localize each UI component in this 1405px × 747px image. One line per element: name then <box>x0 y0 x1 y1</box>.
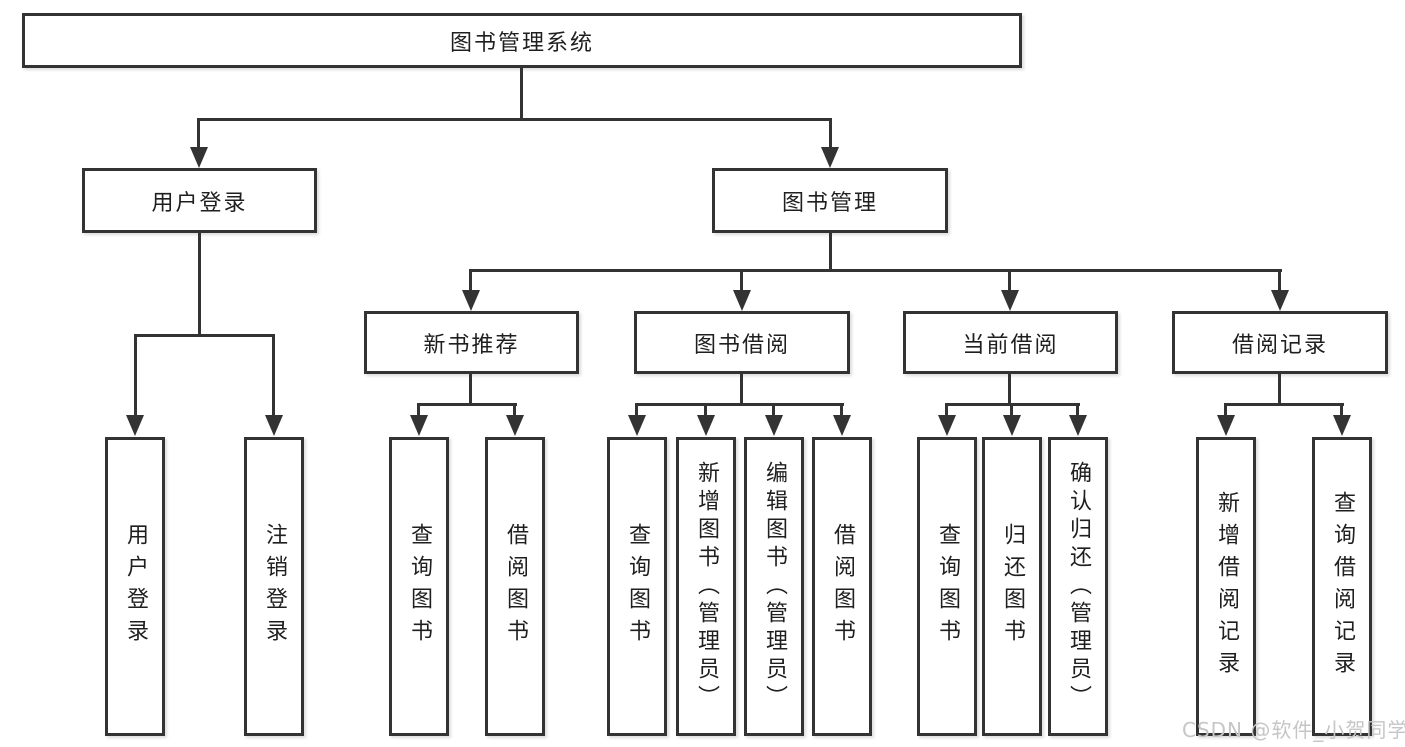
arrow-down-icon <box>733 290 751 311</box>
connector-line <box>772 403 775 415</box>
connector-line <box>1010 403 1013 415</box>
arrow-down-icon <box>1217 415 1235 436</box>
leaf-add-borrow-record: 新增借阅记录 <box>1196 437 1256 736</box>
connector-line <box>1224 403 1227 415</box>
connector-line <box>840 403 843 415</box>
leaf-add-books-admin: 新增图书（管理员） <box>676 437 736 736</box>
connector-line <box>469 269 472 290</box>
leaf-logout: 注销登录 <box>244 437 304 736</box>
connector-line <box>197 118 832 121</box>
arrow-down-icon <box>462 290 480 311</box>
connector-line <box>1008 374 1011 405</box>
arrow-down-icon <box>1271 290 1289 311</box>
leaf-edit-books-admin: 编辑图书（管理员） <box>744 437 804 736</box>
connector-line <box>469 269 1282 272</box>
leaf-return-books: 归还图书 <box>982 437 1042 736</box>
leaf-borrow-books-1: 借阅图书 <box>485 437 545 736</box>
node-label: 查询图书 <box>935 522 960 651</box>
arrow-down-icon <box>410 415 428 436</box>
node-book-borrowing: 图书借阅 <box>634 311 850 374</box>
arrow-down-icon <box>506 415 524 436</box>
connector-line <box>1076 403 1079 415</box>
node-label: 新增图书（管理员） <box>694 460 719 713</box>
node-label: 注销登录 <box>262 522 287 651</box>
arrow-down-icon <box>1003 415 1021 436</box>
connector-line <box>134 334 275 337</box>
connector-line <box>740 269 743 290</box>
leaf-confirm-return-admin: 确认归还（管理员） <box>1048 437 1108 736</box>
arrow-down-icon <box>697 415 715 436</box>
connector-line <box>740 374 743 405</box>
node-label: 借阅图书 <box>503 522 528 651</box>
arrow-down-icon <box>938 415 956 436</box>
connector-line <box>134 336 137 415</box>
connector-line <box>198 233 201 336</box>
connector-line <box>272 336 275 415</box>
arrow-down-icon <box>1069 415 1087 436</box>
node-label: 查询图书 <box>625 522 650 651</box>
connector-line <box>829 118 832 148</box>
node-label: 查询图书 <box>407 522 432 651</box>
node-label: 确认归还（管理员） <box>1066 460 1091 713</box>
arrow-down-icon <box>265 415 283 436</box>
connector-line <box>417 403 517 406</box>
node-new-book-recommendation: 新书推荐 <box>364 311 579 374</box>
node-library-management-system: 图书管理系统 <box>22 13 1022 68</box>
connector-line <box>945 403 948 415</box>
connector-line <box>635 403 844 406</box>
node-label: 用户登录 <box>123 522 148 651</box>
connector-line <box>1278 269 1281 290</box>
connector-line <box>469 374 472 405</box>
connector-line <box>417 403 420 415</box>
connector-line <box>1340 403 1343 415</box>
arrow-down-icon <box>1001 290 1019 311</box>
connector-line <box>1224 403 1344 406</box>
node-label: 查询借阅记录 <box>1330 490 1355 683</box>
node-label: 借阅图书 <box>830 522 855 651</box>
arrow-down-icon <box>1333 415 1351 436</box>
csdn-watermark: CSDN @软件_小贺同学 <box>1182 718 1405 742</box>
arrow-down-icon <box>765 415 783 436</box>
node-book-management: 图书管理 <box>712 168 948 233</box>
node-label: 归还图书 <box>1000 522 1025 651</box>
connector-line <box>1008 269 1011 290</box>
arrow-down-icon <box>821 147 839 168</box>
node-label: 编辑图书（管理员） <box>762 460 787 713</box>
leaf-query-borrow-record: 查询借阅记录 <box>1312 437 1372 736</box>
connector-line <box>829 233 832 272</box>
arrow-down-icon <box>628 415 646 436</box>
connector-line <box>197 118 200 148</box>
connector-line <box>1278 374 1281 405</box>
arrow-down-icon <box>190 147 208 168</box>
node-current-borrowing: 当前借阅 <box>903 311 1118 374</box>
leaf-query-books-2: 查询图书 <box>607 437 667 736</box>
connector-line <box>520 68 523 121</box>
arrow-down-icon <box>833 415 851 436</box>
connector-line <box>635 403 638 415</box>
connector-line <box>513 403 516 415</box>
arrow-down-icon <box>126 415 144 436</box>
leaf-query-books-1: 查询图书 <box>389 437 449 736</box>
connector-line <box>704 403 707 415</box>
leaf-user-login: 用户登录 <box>105 437 165 736</box>
node-label: 新增借阅记录 <box>1214 490 1239 683</box>
leaf-borrow-books-2: 借阅图书 <box>812 437 872 736</box>
node-borrowing-records: 借阅记录 <box>1172 311 1388 374</box>
leaf-query-books-3: 查询图书 <box>917 437 977 736</box>
node-user-login: 用户登录 <box>82 168 317 233</box>
